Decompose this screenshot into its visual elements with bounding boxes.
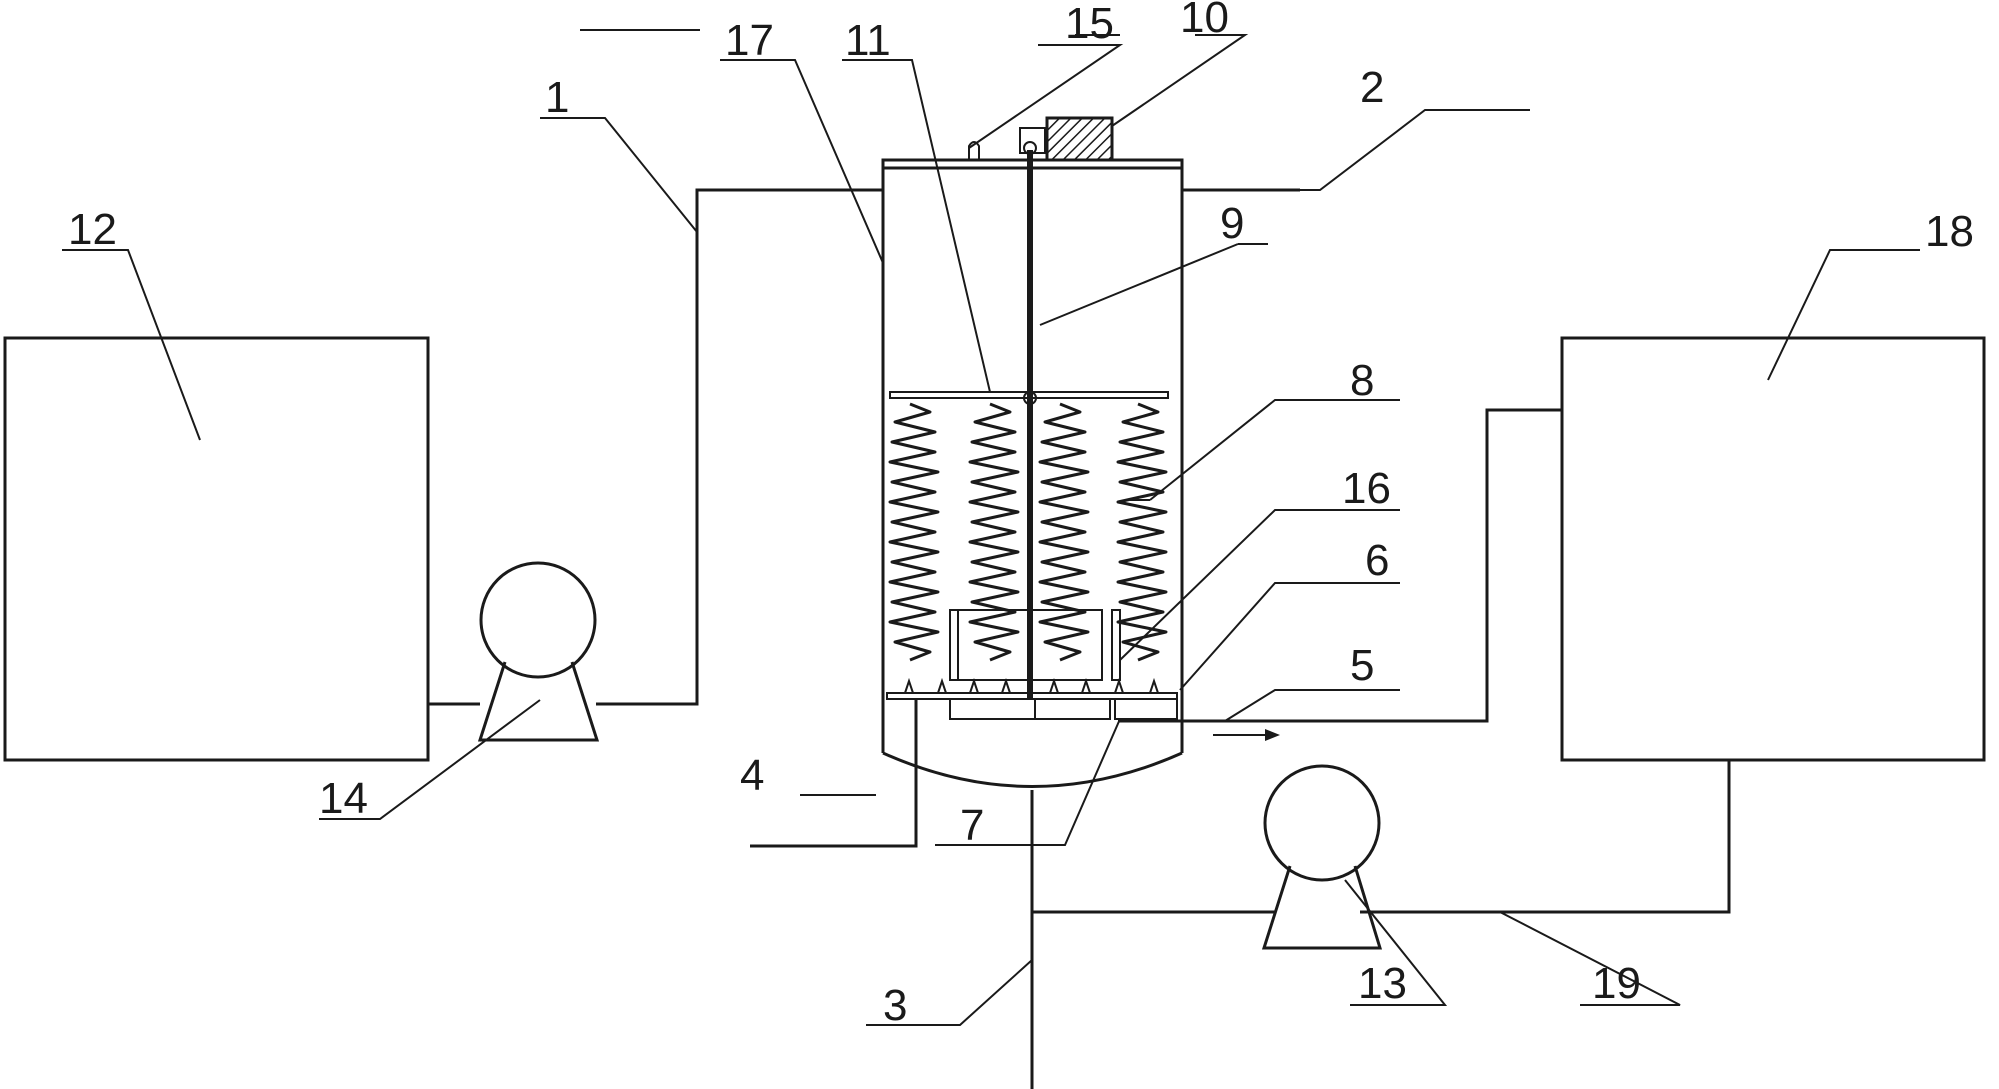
gas-inlet-pipe <box>750 699 918 848</box>
label-18: 18 <box>1925 207 1974 256</box>
vent-valve <box>968 141 980 160</box>
label-11: 11 <box>845 16 891 65</box>
label-6: 6 <box>1365 536 1389 585</box>
label-5: 5 <box>1350 641 1374 690</box>
label-3: 3 <box>883 981 907 1030</box>
right-tank <box>1560 336 1986 762</box>
pump-14 <box>477 561 600 742</box>
label-17: 17 <box>725 16 774 65</box>
label-10: 10 <box>1180 0 1229 42</box>
left-tank <box>3 336 430 762</box>
label-8: 8 <box>1350 356 1374 405</box>
label-19: 19 <box>1592 959 1641 1008</box>
bottom-frame <box>949 698 1178 720</box>
label-12: 12 <box>68 205 117 254</box>
pump-13 <box>1261 764 1383 950</box>
label-7: 7 <box>960 801 984 850</box>
label-13: 13 <box>1358 959 1407 1008</box>
leader-lines <box>62 29 1920 1026</box>
label-16: 16 <box>1342 464 1391 513</box>
aeration-pipe <box>886 677 1178 700</box>
label-2: 2 <box>1360 63 1384 112</box>
label-1: 1 <box>545 73 569 122</box>
packing-carriers <box>888 402 1168 662</box>
outlet-pipe <box>1118 408 1562 741</box>
label-9: 9 <box>1220 199 1244 248</box>
label-15: 15 <box>1065 0 1114 48</box>
label-4: 4 <box>740 751 764 800</box>
label-14: 14 <box>319 774 368 823</box>
support-brackets <box>949 609 1121 681</box>
motor <box>1045 116 1114 162</box>
